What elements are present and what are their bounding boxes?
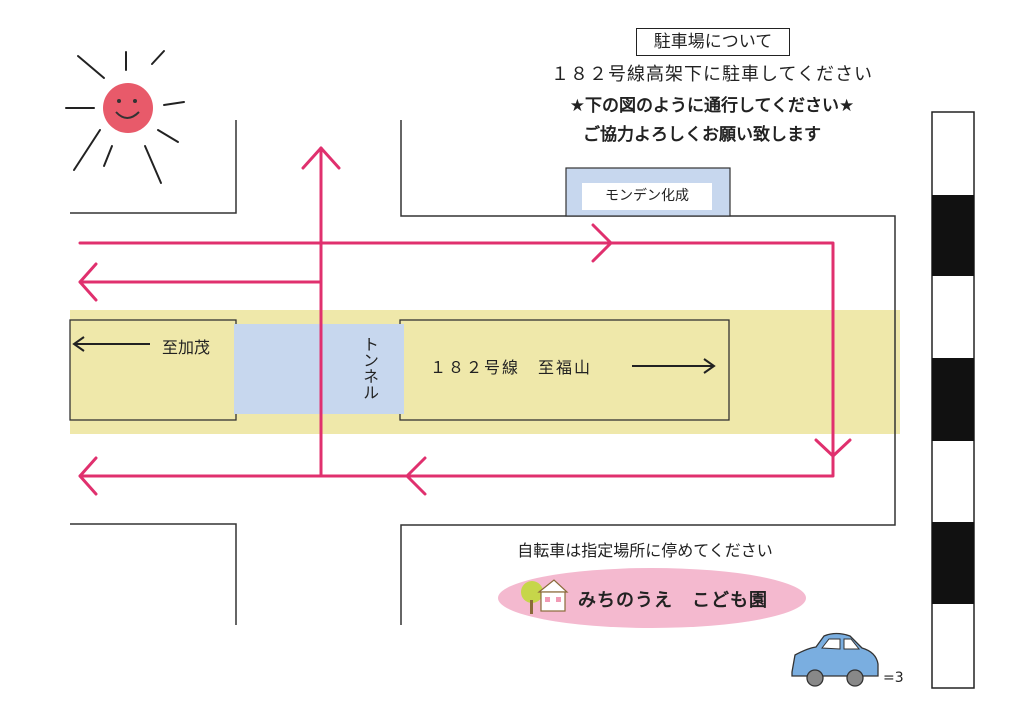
tunnel-label: トンネル (360, 336, 379, 400)
notice-line-3: ご協力よろしくお願い致します (583, 125, 821, 145)
road-outlines (70, 120, 896, 625)
school-badge (498, 568, 806, 628)
west-direction-label: 至加茂 (162, 338, 211, 357)
right-arrow-icon (632, 358, 716, 374)
building-label: モンデン化成 (582, 183, 712, 210)
scale-bar (931, 111, 975, 689)
notice-line-2: ★下の図のように通行してください★ (569, 96, 855, 116)
sun-icon (65, 50, 185, 184)
car-icon (791, 632, 879, 687)
left-arrow-icon (72, 336, 150, 352)
route-label: １８２号線 至福山 (430, 358, 593, 377)
tunnel-box (234, 324, 404, 414)
route-arrows (78, 146, 852, 496)
bicycle-note: 自転車は指定場所に停めてください (517, 541, 773, 560)
school-name: みちのうえ こども園 (578, 590, 768, 611)
highway-band (70, 310, 900, 434)
house-tree-icon (521, 579, 569, 614)
notice-line-1: １８２号線高架下に駐車してください (551, 64, 873, 85)
car-exhaust-mark: =3 (883, 670, 904, 686)
notice-heading: 駐車場について (636, 28, 790, 56)
